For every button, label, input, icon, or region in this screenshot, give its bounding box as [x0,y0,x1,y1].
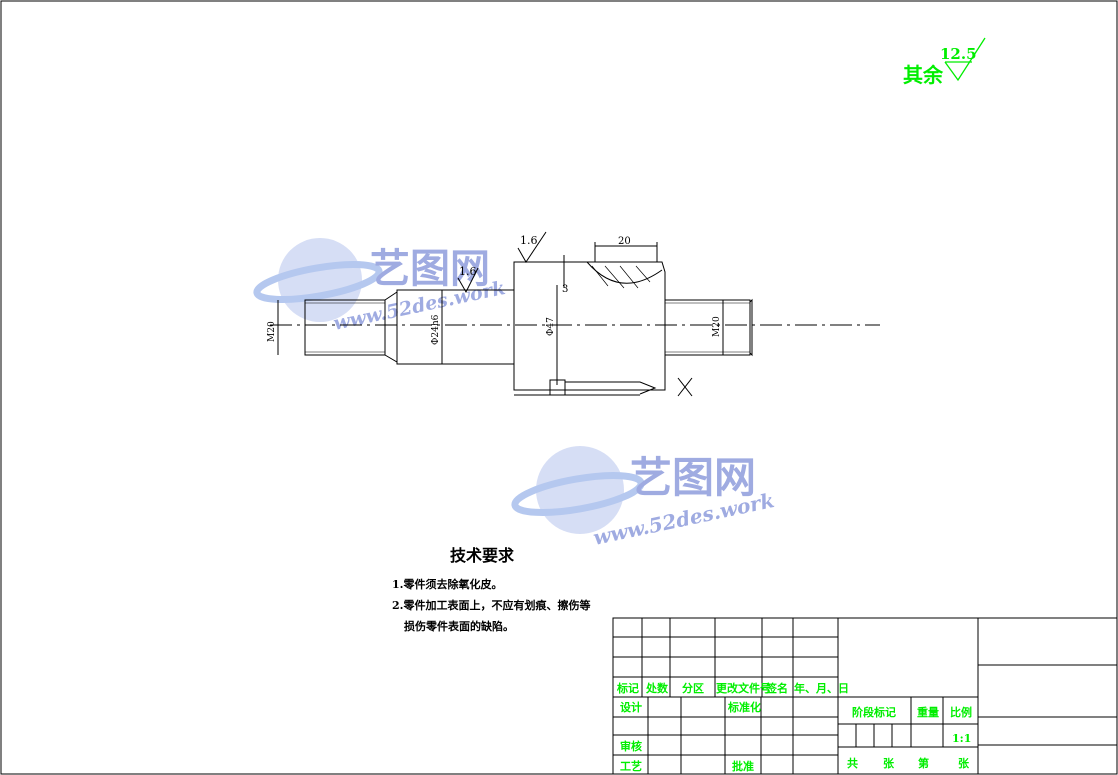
lbl-standardize: 标准化 [727,700,761,714]
ratio-value: 1:1 [952,732,971,745]
lbl-approve: 批准 [732,759,754,773]
roughness-mark-icon [457,267,479,294]
body-section [513,261,666,391]
tech-req-item-3: 损伤零件表面的缺陷。 [404,619,514,633]
tech-req-title: 技术要求 [450,546,515,565]
right-thread [664,299,751,356]
watermark-logo: 艺图网 www.52des.work [253,238,507,335]
dim-chamfer: 3 [562,284,568,295]
dim-step-dia-label: Φ24h6 [431,314,441,345]
lbl-design: 设计 [620,700,642,714]
lbl-sheet: 张 [958,756,970,770]
lbl-ratio: 比例 [950,705,972,719]
lbl-weight: 重量 [917,705,939,719]
hdr-change-doc: 更改文件号 [716,681,771,695]
lbl-stage-mark: 阶段标记 [852,705,896,719]
cross-mark-icon [677,377,693,397]
groove [586,261,663,284]
dim-right-dia-label: M20 [712,316,722,337]
title-block [612,617,1118,775]
surface-mark-2: 1.6 [520,234,538,247]
surface-mark-1: 1.6 [459,265,477,278]
watermark-logo-2: 艺图网 www.52des.work [511,446,776,550]
shaft-drawing [270,231,880,397]
lbl-process: 工艺 [620,759,642,773]
lbl-page: 第 [918,756,929,770]
roughness-symbol-icon [944,37,986,82]
lbl-sheets: 张 [883,756,895,770]
hdr-count: 处数 [645,681,669,695]
hdr-zone: 分区 [682,681,704,695]
dim-left-dia-label: M20 [267,321,277,342]
roughness-note: 其余 12.5 [903,37,986,87]
tech-req-item-2: 2.零件加工表面上，不应有划痕、擦伤等 [392,598,590,612]
technical-requirements: 技术要求 1.零件须去除氧化皮。 2.零件加工表面上，不应有划痕、擦伤等 损伤零… [392,546,590,633]
roughness-mark-icon-2 [517,231,547,263]
title-block-labels: 标记 处数 分区 更改文件号 签名 年、月、日 设计 标准化 审核 工艺 批准 … [616,681,972,773]
datum-arrow [565,381,657,395]
hdr-mark: 标记 [616,681,639,695]
globe-icon [536,446,624,534]
dim-body-dia-label: Φ47 [546,317,556,336]
roughness-value: 12.5 [940,45,977,63]
hdr-date: 年、月、日 [794,681,849,695]
hdr-sign: 签名 [765,681,788,695]
left-thread [304,299,386,356]
lbl-review: 审核 [620,739,642,753]
lbl-total: 共 [847,756,858,770]
roughness-prefix: 其余 [903,63,944,87]
datum-box [549,379,566,396]
watermark-brand-2: 艺图网 [630,453,756,502]
dim-length-20: 20 [618,236,631,247]
tech-req-item-1: 1.零件须去除氧化皮。 [392,577,502,591]
